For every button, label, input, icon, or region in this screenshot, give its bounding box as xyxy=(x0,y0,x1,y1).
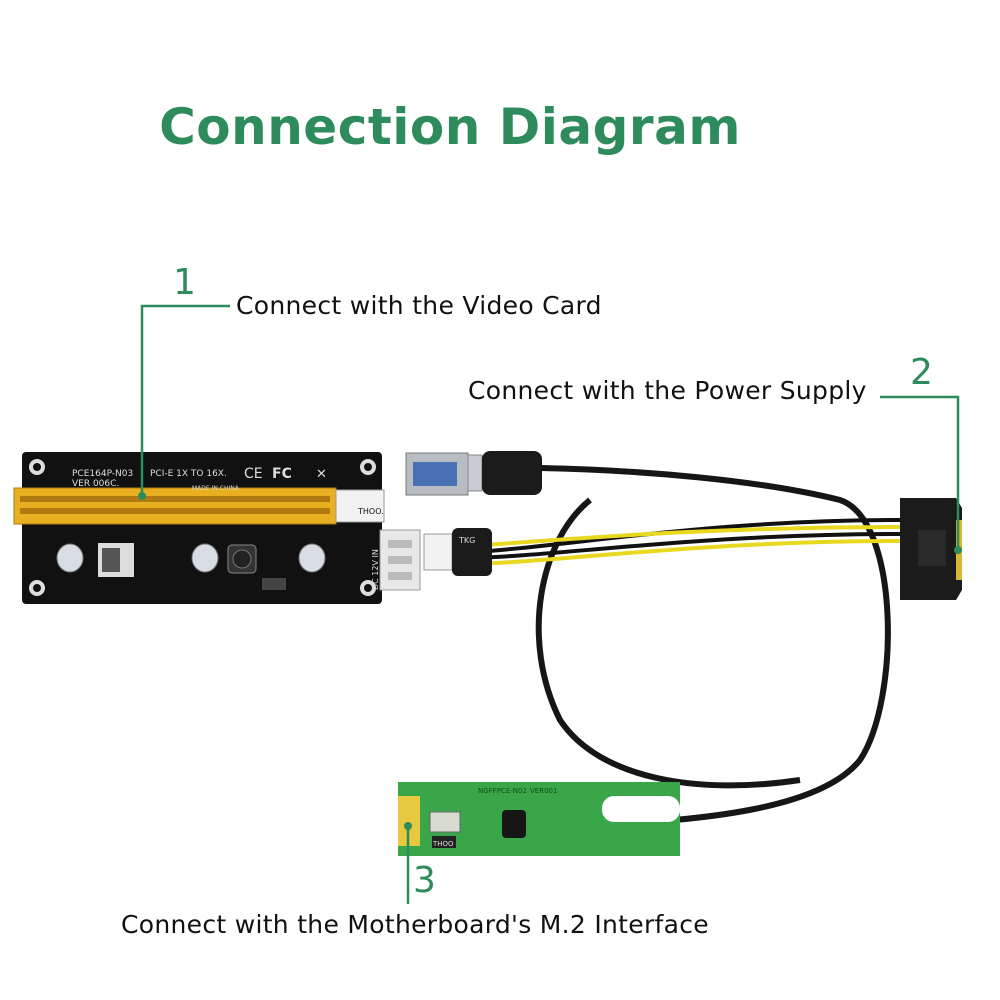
m2-brand-label: THOO xyxy=(432,840,454,848)
callout-3-label: Connect with the Motherboard's M.2 Inter… xyxy=(121,910,709,939)
page-title: Connection Diagram xyxy=(159,98,741,156)
callout-3-dot xyxy=(404,822,412,830)
m2-version-label: VER001 xyxy=(530,787,557,795)
fc-mark: FC xyxy=(272,466,292,482)
callout-1-dot xyxy=(138,492,146,500)
usb-cable xyxy=(524,465,891,829)
riser-board: PCE164P-N03 VER 006C. PCI-E 1X TO 16X. C… xyxy=(13,452,469,604)
callout-2-dot xyxy=(954,546,962,554)
six-pin-plug: TKG xyxy=(423,528,492,576)
callout-2-number: 2 xyxy=(910,352,933,393)
riser-model-label: PCE164P-N03 xyxy=(72,469,133,479)
riser-brand-label: THOO. xyxy=(357,507,384,516)
power-in-label: DC 12V IN xyxy=(371,549,380,590)
m2-model-label: NGFFPCE-N02 xyxy=(478,787,527,795)
callout-3-number: 3 xyxy=(413,860,436,901)
callout-1-label: Connect with the Video Card xyxy=(236,291,602,320)
callout-1-number: 1 xyxy=(173,262,196,303)
callout-1-leader xyxy=(140,304,230,498)
connector-label: TKG xyxy=(458,536,475,545)
weee-bin-icon: ✕ xyxy=(316,467,327,482)
made-in-label: MADE IN CHINA xyxy=(192,485,240,492)
sata-power-connector xyxy=(900,498,962,600)
riser-slot-label: PCI-E 1X TO 16X. xyxy=(150,469,227,479)
callout-2-label: Connect with the Power Supply xyxy=(468,376,867,405)
usb-a-plug xyxy=(467,451,542,495)
ce-mark: CE xyxy=(244,466,263,482)
power-wires xyxy=(469,518,901,566)
riser-version-label: VER 006C. xyxy=(72,479,119,489)
callout-2-leader xyxy=(880,395,960,550)
pcie-x16-slot xyxy=(13,487,337,525)
m2-adapter-board: NGFFPCE-N02 VER001 THOO xyxy=(398,782,680,856)
